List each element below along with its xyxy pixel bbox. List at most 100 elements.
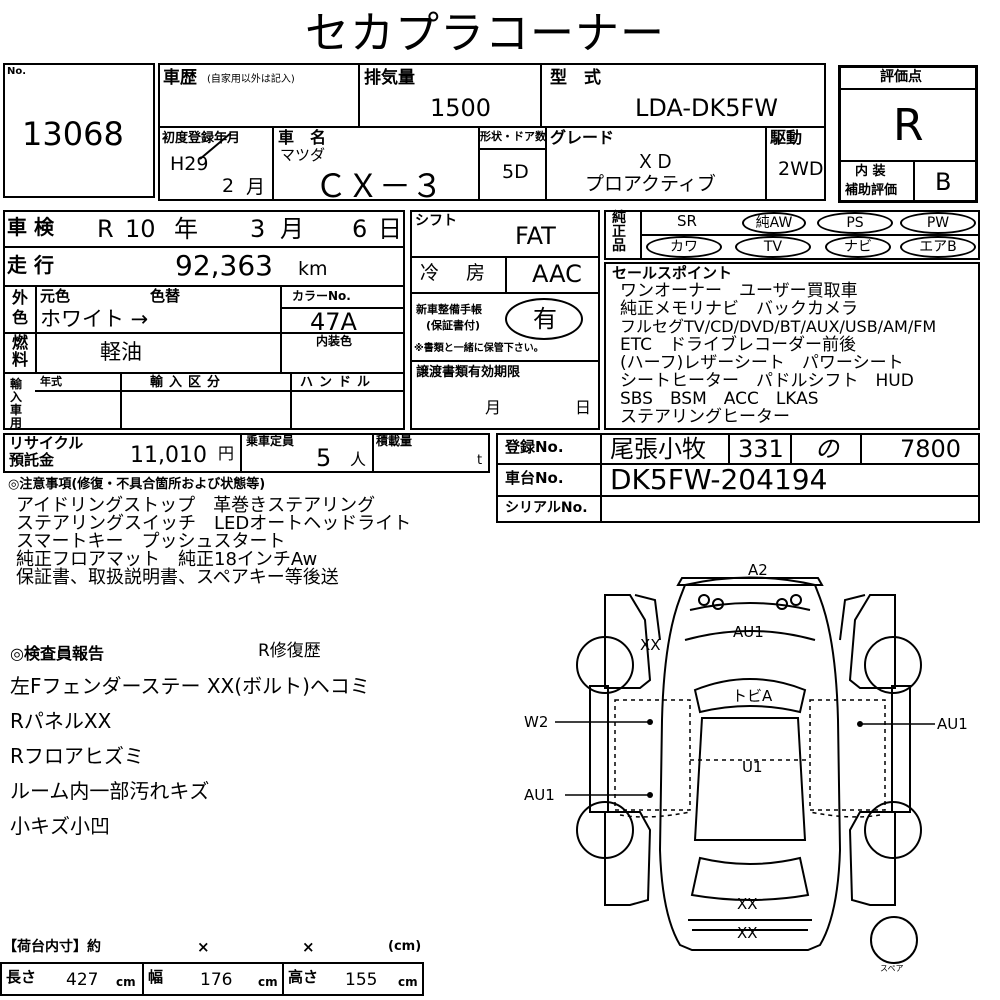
equip-sr: SR <box>677 212 697 230</box>
equip-pw: PW <box>900 212 976 234</box>
chassis-number: DK5FW-204194 <box>610 463 828 496</box>
recycle-block <box>3 433 490 473</box>
capacity-label: 乗車定員 <box>246 434 295 448</box>
color-label-1: 外 <box>12 288 29 307</box>
diagram-label-a2: A2 <box>748 561 768 579</box>
transfer-day: 日 <box>575 398 592 417</box>
diagram-label-spare: スペア <box>880 964 904 973</box>
ac-label: 冷 房 <box>420 262 490 284</box>
body-value: 5D <box>502 161 529 183</box>
color-code-label: カラーNo. <box>292 289 351 303</box>
registration-class: 331 <box>738 435 784 463</box>
inspection-month-unit: 月 <box>280 215 304 243</box>
capacity-value: 5 <box>316 444 332 472</box>
sales-point-line: シートヒーター パドルシフト HUD <box>620 371 914 391</box>
cargo-length-label: 長さ <box>6 968 37 986</box>
cargo-block <box>0 962 424 996</box>
diagram-label-au1-left: AU1 <box>524 786 555 804</box>
model-value: LDA-DK5FW <box>635 94 779 122</box>
score-box <box>838 65 978 203</box>
color-code: 47A <box>310 308 357 336</box>
lot-number-box <box>3 63 155 198</box>
cargo-label: 【荷台内寸】約 <box>3 939 101 955</box>
first-reg-month-unit: 月 <box>246 176 266 198</box>
equip-ps: PS <box>817 212 893 234</box>
wheel-front-right <box>864 636 922 694</box>
cargo-unit: (cm) <box>388 939 422 954</box>
grade-label: グレード <box>550 128 615 147</box>
transfer-label: 譲渡書類有効期限 <box>416 365 521 380</box>
registration-number: 7800 <box>900 435 962 463</box>
car-name-label: 車 名 <box>278 128 327 147</box>
inspector-line: 左Fフェンダーステー XX(ボルト)ヘコミ <box>10 674 370 698</box>
cargo-x2: × <box>302 938 315 956</box>
inspector-line: ルーム内一部汚れキズ <box>10 779 210 803</box>
first-reg-month: 2 <box>222 175 235 197</box>
load-unit: t <box>477 453 483 468</box>
registration-label: 登録No. <box>505 438 564 456</box>
page-title: セカプラコーナー <box>305 8 665 59</box>
recycle-label-2: 預託金 <box>9 451 55 469</box>
inspector-line: Rフロアヒズミ <box>10 744 144 768</box>
history-label: 車歴 <box>163 68 197 88</box>
cargo-height-unit: cm <box>398 975 418 989</box>
import-year-label: 年式 <box>40 375 62 388</box>
note-line: ステアリングスイッチ LEDオートヘッドライト <box>16 513 412 534</box>
chassis-label: 車台No. <box>505 469 564 487</box>
body-label: 形状・ドア数 <box>480 130 546 143</box>
maintenance-note: ※書類と一緒に保管下さい。 <box>414 343 544 354</box>
maintenance-label-1: 新車整備手帳 <box>416 303 482 316</box>
maintenance-value: 有 <box>533 305 557 333</box>
fuel-label-1: 燃 <box>12 333 29 352</box>
note-line: 純正フロアマット 純正18インチAw <box>16 549 318 570</box>
recycle-value: 11,010 <box>130 443 207 468</box>
inspector-repair: R修復歴 <box>258 641 321 661</box>
fuel-label-2: 料 <box>12 350 29 369</box>
windshield <box>693 678 807 714</box>
inspection-year: 10 <box>125 215 156 243</box>
inspection-label: 車 検 <box>7 215 54 239</box>
mileage-unit: km <box>298 258 328 280</box>
serial-label: シリアルNo. <box>505 500 588 516</box>
inspector-line: RパネルXX <box>10 709 112 733</box>
cargo-height-label: 高さ <box>288 968 319 986</box>
diagram-label-u1: U1 <box>742 758 763 776</box>
score-value: R <box>893 100 924 151</box>
wheel-front-left <box>576 636 634 694</box>
color-value: ホワイト → <box>40 307 149 331</box>
car-maker: マツダ <box>280 146 326 164</box>
equipment-label: 純正品 <box>612 210 626 254</box>
import-class-label: 輸入区分 <box>150 375 227 390</box>
diagram-label-windshield: トビA <box>732 687 773 705</box>
inspection-day: 6 <box>352 215 368 243</box>
registration-block <box>496 433 980 523</box>
sales-point-line: フルセグTV/CD/DVD/BT/AUX/USB/AM/FM <box>620 317 937 336</box>
capacity-unit: 人 <box>350 450 367 469</box>
model-label: 型 式 <box>550 68 601 88</box>
equip-navi: ナビ <box>825 236 891 258</box>
recycle-unit: 円 <box>218 444 235 463</box>
import-handle-label: ハンドル <box>300 375 377 390</box>
import-label: 輸入車用 <box>10 377 23 430</box>
diagram-label-xx-rear: XX <box>737 895 758 913</box>
diagram-label-au1-right: AU1 <box>937 715 968 733</box>
shift-label: シフト <box>415 213 457 229</box>
first-reg-year: H29 <box>170 153 209 175</box>
wheel-rear-left <box>576 801 634 859</box>
sales-point-line: 純正メモリナビ バックカメラ <box>620 299 858 319</box>
sales-point-line: ETC ドライブレコーダー前後 <box>620 335 856 355</box>
sales-point-line: SBS BSM ACC LKAS <box>620 389 819 409</box>
cargo-width-unit: cm <box>258 975 278 989</box>
shift-value: FAT <box>515 222 556 250</box>
interior-score: B <box>935 168 952 196</box>
transfer-month: 月 <box>485 398 502 417</box>
inspection-year-unit: 年 <box>174 215 198 243</box>
shift-ac-block <box>410 210 600 430</box>
equip-alloy-wheels: 純AW <box>742 212 806 234</box>
history-note: (自家用以外は記入) <box>207 74 295 85</box>
recycle-label-1: リサイクル <box>9 434 84 452</box>
lot-number: 13068 <box>22 115 124 153</box>
inspector-label: ◎検査員報告 <box>10 644 104 663</box>
displacement-value: 1500 <box>430 94 492 122</box>
cargo-height: 155 <box>345 970 378 990</box>
